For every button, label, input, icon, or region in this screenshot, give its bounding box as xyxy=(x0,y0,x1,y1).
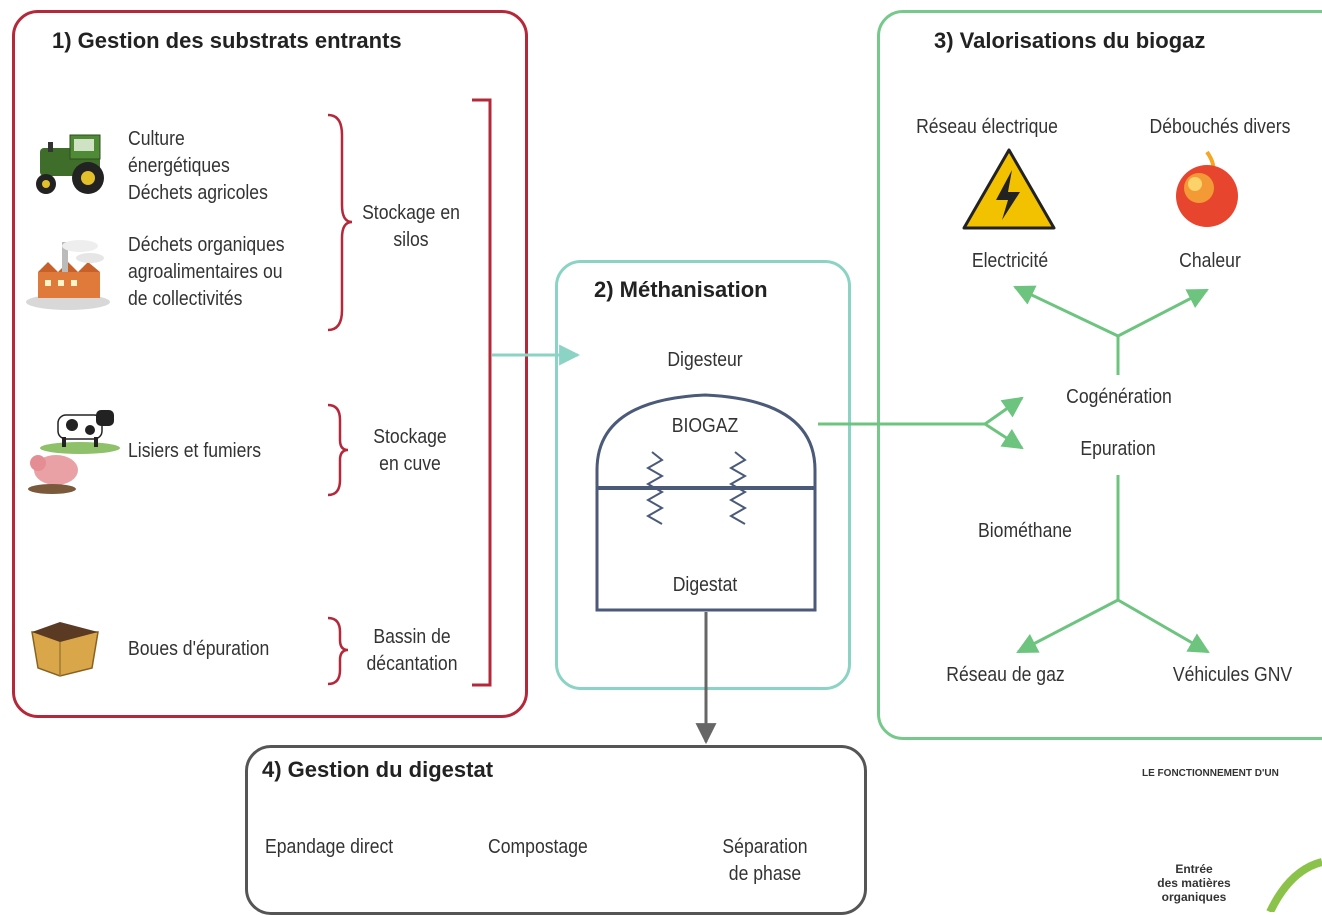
label-boues: Boues d'épuration xyxy=(128,638,270,660)
label-compostage: Compostage xyxy=(488,836,588,858)
section-substrats-title: 1) Gestion des substrats entrants xyxy=(52,28,402,53)
label-chaleur: Chaleur xyxy=(1179,250,1241,272)
label-digesteur: Digesteur xyxy=(667,349,743,371)
substrate-management-panel xyxy=(12,10,528,718)
label-debouches-divers: Débouchés divers xyxy=(1149,116,1291,138)
label-vehicules-gnv: Véhicules GNV xyxy=(1172,664,1293,686)
label-bassin-decantation: Bassin de décantation xyxy=(366,626,458,675)
label-lisiers: Lisiers et fumiers xyxy=(128,440,262,462)
label-stockage-cuve: Stockage en cuve xyxy=(373,426,447,475)
label-separation-phase: Séparation de phase xyxy=(722,836,808,885)
label-reseau-gaz: Réseau de gaz xyxy=(946,664,1065,686)
section-digestat-title: 4) Gestion du digestat xyxy=(262,757,494,782)
digestate-management-panel xyxy=(245,745,867,915)
label-reseau-electrique: Réseau électrique xyxy=(916,116,1058,138)
label-epuration: Epuration xyxy=(1080,438,1156,460)
cutoff-entry-label: Entrée des matières organiques xyxy=(1157,862,1231,904)
label-cogeneration: Cogénération xyxy=(1066,386,1172,408)
label-digestat: Digestat xyxy=(672,574,738,596)
label-epandage: Epandage direct xyxy=(265,836,394,858)
label-cultures: Culture énergétiques Déchets agricoles xyxy=(128,128,268,204)
section-methanisation-title: 2) Méthanisation xyxy=(594,277,768,302)
cutoff-green-ring xyxy=(1266,858,1322,912)
methanisation-panel xyxy=(555,260,851,690)
label-electricite: Electricité xyxy=(971,250,1049,272)
label-biogaz: BIOGAZ xyxy=(671,415,739,437)
label-dechets-organiques: Déchets organiques agroalimentaires ou d… xyxy=(128,234,285,310)
section-valorisation-title: 3) Valorisations du biogaz xyxy=(934,28,1206,53)
cutoff-caption: LE FONCTIONNEMENT D'UN xyxy=(1142,768,1279,779)
label-stockage-silos: Stockage en silos xyxy=(362,202,460,251)
label-biomethane: Biométhane xyxy=(978,520,1072,542)
